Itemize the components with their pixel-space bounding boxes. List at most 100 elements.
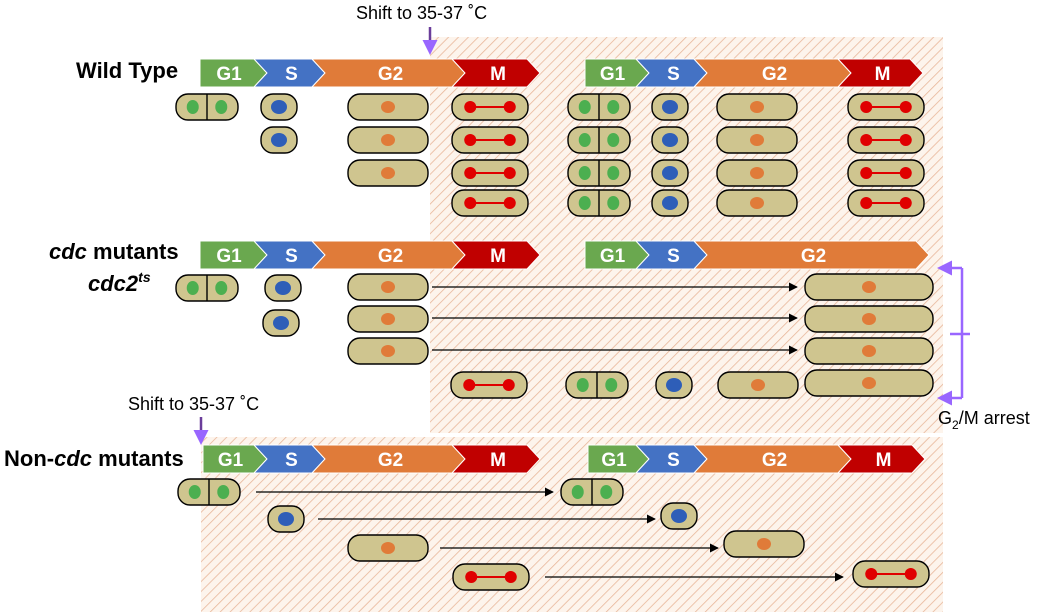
cell-g2 <box>347 305 429 333</box>
nucleus <box>381 167 395 179</box>
nucleus <box>662 100 678 114</box>
nucleus <box>899 101 912 113</box>
nucleus <box>381 345 395 357</box>
cell-g1 <box>560 478 624 506</box>
cell-g1 <box>567 93 631 121</box>
phase-segment-m <box>450 240 541 270</box>
cell-g2 <box>804 273 934 301</box>
cell-s <box>655 371 693 399</box>
nucleus <box>464 197 477 209</box>
cell-s <box>262 309 300 337</box>
phase-segment-m <box>836 444 926 474</box>
phase-label-g2: G2 <box>378 450 403 471</box>
cell-s <box>660 502 698 530</box>
label-cdc-mutants: cdc mutants <box>49 239 179 264</box>
nucleus <box>862 313 876 325</box>
nucleus <box>503 134 516 146</box>
cdc-arrows <box>432 282 798 355</box>
arrest-label: G2/M arrest <box>938 408 1030 432</box>
nucleus <box>865 568 878 580</box>
nucleus <box>860 101 873 113</box>
cell-g2 <box>716 189 798 217</box>
cell-m <box>847 159 925 187</box>
nucleus <box>757 538 771 550</box>
nucleus <box>278 512 294 526</box>
cell-g2 <box>723 530 805 558</box>
cell-g2 <box>716 93 798 121</box>
nucleus <box>862 281 876 293</box>
phase-label-m: M <box>876 450 892 471</box>
nucleus <box>381 101 395 113</box>
nucleus <box>186 281 199 295</box>
nucleus <box>186 100 199 114</box>
phase-label-g1: G1 <box>600 64 626 85</box>
nucleus <box>607 166 620 180</box>
cell-g2 <box>347 93 429 121</box>
cell-s <box>267 505 305 533</box>
nucleus <box>503 101 516 113</box>
cell-m <box>450 371 528 399</box>
nucleus <box>750 197 764 209</box>
cell-g2 <box>717 371 799 399</box>
nucleus <box>662 196 678 210</box>
cell-g1 <box>177 478 241 506</box>
nucleus <box>605 378 618 392</box>
nucleus <box>904 568 917 580</box>
cell-g1 <box>567 189 631 217</box>
phase-label-m: M <box>875 64 891 85</box>
nucleus <box>860 134 873 146</box>
phase-label-g2: G2 <box>762 450 787 471</box>
phase-label-s: S <box>667 450 680 471</box>
nucleus <box>671 509 687 523</box>
phase-segment-m <box>836 58 924 88</box>
label-cdc2ts: cdc2ts <box>88 269 151 296</box>
nucleus <box>899 134 912 146</box>
label-wild-type: Wild Type <box>76 58 178 83</box>
phase-segment-m <box>450 58 541 88</box>
cell-g1 <box>565 371 629 399</box>
nucleus <box>750 101 764 113</box>
phase-label-s: S <box>285 246 298 267</box>
cell-m <box>847 189 925 217</box>
nucleus <box>751 379 765 391</box>
nucleus <box>899 167 912 179</box>
cell-g2 <box>716 126 798 154</box>
nucleus <box>899 197 912 209</box>
phase-label-s: S <box>667 64 680 85</box>
cell-s <box>651 93 689 121</box>
phase-label-s: S <box>285 64 298 85</box>
nucleus <box>578 133 591 147</box>
nucleus <box>465 571 478 583</box>
nucleus <box>273 316 289 330</box>
phase-segment-g2 <box>692 240 930 270</box>
nucleus <box>860 197 873 209</box>
phase-label-g1: G1 <box>216 246 242 267</box>
phase-label-m: M <box>490 450 506 471</box>
noncdc-arrows <box>256 487 844 582</box>
phase-label-m: M <box>490 64 506 85</box>
nucleus <box>578 100 591 114</box>
cell-g2 <box>347 126 429 154</box>
nucleus <box>271 100 287 114</box>
nucleus <box>504 571 517 583</box>
nucleus <box>662 133 678 147</box>
cell-m <box>852 560 930 588</box>
cell-g1 <box>567 126 631 154</box>
cell-g2 <box>347 273 429 301</box>
phase-label-g2: G2 <box>378 64 403 85</box>
phase-label-g2: G2 <box>801 246 826 267</box>
nucleus <box>607 100 620 114</box>
nucleus <box>576 378 589 392</box>
cell-s <box>260 126 298 154</box>
nucleus <box>188 485 201 499</box>
nucleus <box>464 134 477 146</box>
cell-s <box>260 93 298 121</box>
nucleus <box>607 133 620 147</box>
phase-label-g1: G1 <box>218 450 244 471</box>
nucleus <box>215 281 228 295</box>
arrest-bracket <box>937 260 970 406</box>
nucleus <box>464 167 477 179</box>
